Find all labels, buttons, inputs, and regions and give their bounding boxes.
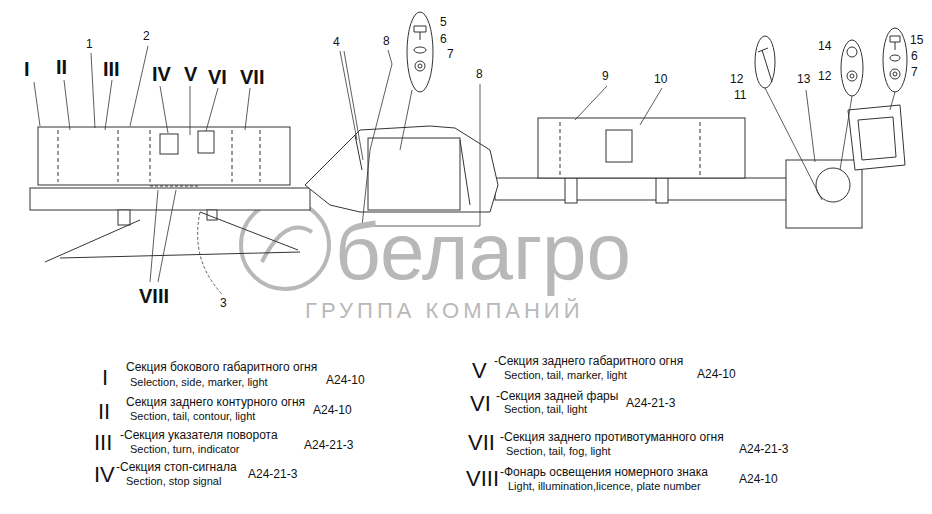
section-numeral: IV [152,63,171,85]
section-numeral: III [103,58,120,80]
legend-en: Section, turn, indicator [130,443,239,455]
section-numeral: VIII [139,285,169,307]
legend-ru: -Секция задней фары [496,390,618,403]
callout-number: 12 [730,73,743,86]
section-numeral: III [94,431,112,455]
legend-en: Selection, side, marker, light [130,376,268,388]
leader-lines [34,46,895,294]
section-numeral: IV [94,463,115,487]
legend-en: Light, illumination,licence, plate numbe… [508,480,701,492]
section-numeral: VII [240,66,264,88]
section-numeral: I [24,58,30,80]
legend-ru: -Секция стоп-сигнала [116,461,237,474]
callout-number: 1 [86,38,93,51]
section-numeral: VII [468,431,495,455]
section-numeral: V [472,359,487,383]
callout-number: 5 [440,16,447,29]
callout-number: 4 [333,36,340,49]
watermark: ГРУППА КОМПАНИЙ [305,300,584,322]
part-code: A24-10 [313,404,352,417]
legend-en: Section, tail, contour, light [130,410,255,422]
callout-number: 15 [910,34,923,47]
callout-number: 10 [654,73,667,86]
legend-ru: -Секция заднего габаритного огня [494,355,683,368]
callout-number: 8 [476,68,483,81]
callout-number: 2 [143,30,150,43]
section-numeral: VIII [466,467,499,491]
callout-number: 13 [797,73,810,86]
part-code: A24-21-3 [626,397,675,410]
watermark: белагро [335,212,631,292]
section-numeral: VI [208,66,227,88]
section-numeral: VI [470,392,491,416]
part-code: A24-10 [739,473,778,486]
callout-number: 12 [818,70,831,83]
legend-ru: -Секция указателя поворота [120,429,278,442]
callout-number: 7 [911,66,918,79]
section-numeral: V [184,63,197,85]
legend-en: Section, tail, light [504,403,587,415]
callout-number: 9 [602,70,609,83]
section-numeral: II [98,400,110,424]
section-numeral: I [102,366,108,390]
callout-number: 6 [911,50,918,63]
legend-ru: Секция бокового габаритного огня [126,361,317,374]
callout-number: 8 [383,35,390,48]
legend-ru: -Секция заднего противотуманного огня [500,431,724,444]
callout-number: 7 [447,48,454,61]
part-code: A24-10 [697,368,736,381]
callout-number: 3 [220,297,227,310]
legend-ru: -Фонарь освещения номерного знака [500,466,708,479]
legend-en: Section, stop signal [126,475,221,487]
part-code: A24-21-3 [304,439,353,452]
callout-number: 11 [734,89,746,102]
part-code: A24-10 [326,374,365,387]
part-code: A24-21-3 [739,443,788,456]
legend-en: Section, tail, marker, light [504,369,627,381]
callout-number: 6 [440,33,447,46]
legend-en: Section, tail, fog, light [506,445,611,457]
section-numeral: II [56,56,67,78]
part-code: A24-21-3 [248,468,297,481]
callout-number: 14 [818,40,831,53]
legend-ru: Секция заднего контурного огня [126,396,305,409]
